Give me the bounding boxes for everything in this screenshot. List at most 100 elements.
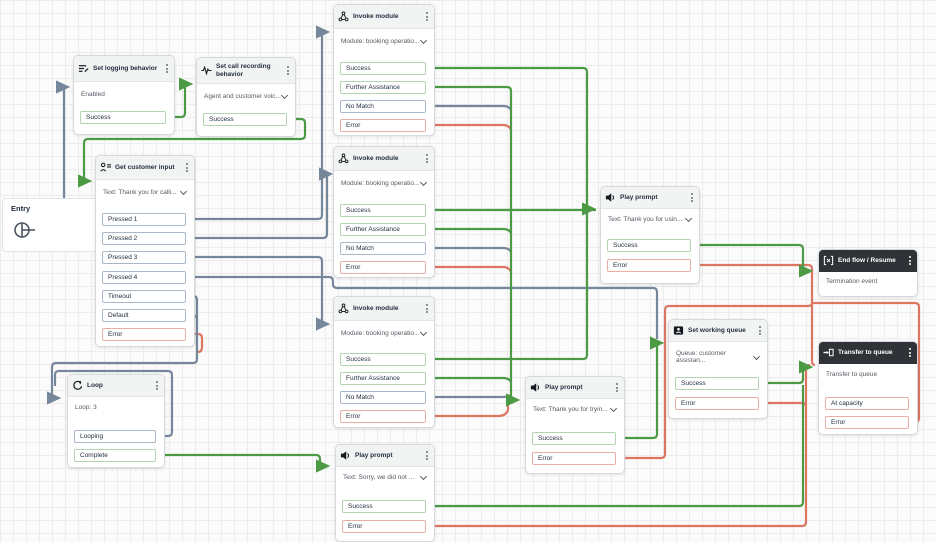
node-parameter[interactable]: Module: booking operatio... [341,36,428,45]
entry-node[interactable]: Entry [2,198,100,252]
module-icon [338,303,349,314]
output-port-error[interactable]: Error [102,328,186,341]
output-label: Success [681,380,706,387]
chevron-down-icon[interactable] [684,214,693,223]
node-title: End flow / Resume [838,256,896,264]
output-port-error[interactable]: Error [340,261,426,274]
chevron-down-icon[interactable] [753,352,761,360]
chevron-down-icon[interactable] [419,328,428,337]
output-port-at-capacity[interactable]: At capacity [825,397,909,410]
node-parameter[interactable]: Text: Thank you for tryin... [533,404,618,413]
kebab-menu-icon[interactable] [164,63,170,74]
kebab-menu-icon[interactable] [757,325,763,336]
output-port-further-assistance[interactable]: Further Assistance [340,223,426,236]
output-port-looping[interactable]: Looping [74,430,156,443]
kebab-menu-icon[interactable] [424,450,430,461]
output-port-success[interactable]: Success [532,432,616,445]
flow-edge [425,385,805,508]
chevron-down-icon[interactable] [419,36,428,45]
node-parameter[interactable]: Text: Sorry, we did not ... [343,472,428,481]
kebab-menu-icon[interactable] [689,192,695,203]
flow-edge [425,123,513,131]
output-port-default[interactable]: Default [102,309,186,322]
customer-input-icon [100,162,111,172]
chevron-down-icon[interactable] [179,187,188,196]
output-port-error[interactable]: Error [825,416,909,429]
output-port-success[interactable]: Success [340,62,426,75]
kebab-menu-icon[interactable] [424,303,430,314]
output-port-further-assistance[interactable]: Further Assistance [340,81,426,94]
chevron-down-icon[interactable] [280,91,289,100]
node-parameter[interactable]: Module: booking operatio... [341,328,428,337]
output-port-no-match[interactable]: No Match [340,242,426,255]
output-port-timeout[interactable]: Timeout [102,290,186,303]
output-port-complete[interactable]: Complete [74,449,156,462]
output-label: Success [346,65,371,72]
flow-edge [615,302,814,460]
output-port-success[interactable]: Success [675,377,759,390]
output-port-no-match[interactable]: No Match [340,100,426,113]
output-port-pressed-2[interactable]: Pressed 2 [102,232,186,245]
waveform-icon [201,65,212,76]
node-parameter[interactable]: Agent and customer voic... [204,91,289,100]
output-port-error[interactable]: Error [675,397,759,410]
output-port-pressed-4[interactable]: Pressed 4 [102,271,186,284]
output-label: Success [86,114,111,121]
output-port-error[interactable]: Error [342,520,426,533]
output-port-no-match[interactable]: No Match [340,391,426,404]
output-port-success[interactable]: Success [340,353,426,366]
output-port-further-assistance[interactable]: Further Assistance [340,372,426,385]
output-label: Pressed 4 [108,274,138,281]
kebab-menu-icon[interactable] [285,65,291,76]
output-label: Pressed 3 [108,254,138,261]
output-port-success[interactable]: Success [203,113,287,126]
output-port-success[interactable]: Success [607,239,691,252]
output-port-success[interactable]: Success [342,500,426,513]
chevron-down-icon[interactable] [419,472,428,481]
node-parameter-text: Module: booking operatio... [341,180,420,187]
output-port-success[interactable]: Success [340,204,426,217]
kebab-menu-icon[interactable] [907,255,913,266]
flow-edge [425,246,512,253]
node-parameter[interactable]: Module: booking operatio... [341,178,428,187]
output-port-pressed-3[interactable]: Pressed 3 [102,251,186,264]
node-parameter: Enabled [81,91,168,98]
output-port-success[interactable]: Success [80,111,166,124]
output-port-pressed-1[interactable]: Pressed 1 [102,213,186,226]
kebab-menu-icon[interactable] [154,380,160,391]
output-port-error[interactable]: Error [532,452,616,465]
output-label: Error [348,523,363,530]
output-port-error[interactable]: Error [607,259,691,272]
chevron-down-icon[interactable] [419,178,428,187]
node-parameter[interactable]: Queue: customer assistan... [676,350,761,364]
kebab-menu-icon[interactable] [614,382,620,393]
kebab-menu-icon[interactable] [907,347,913,358]
kebab-menu-icon[interactable] [184,162,190,173]
flow-edge [185,255,331,331]
node-parameter[interactable]: Text: Thank you for calli... [103,187,188,196]
kebab-menu-icon[interactable] [424,153,430,164]
output-label: Timeout [108,293,132,300]
output-port-error[interactable]: Error [340,119,426,132]
flow-edge [155,453,331,473]
chevron-down-icon[interactable] [609,404,618,413]
output-port-error[interactable]: Error [340,410,426,423]
node-header: Invoke module [334,297,434,321]
kebab-menu-icon[interactable] [424,11,430,22]
queue-icon [673,326,684,335]
node-parameter[interactable]: Text: Thank you for usin... [608,214,693,223]
